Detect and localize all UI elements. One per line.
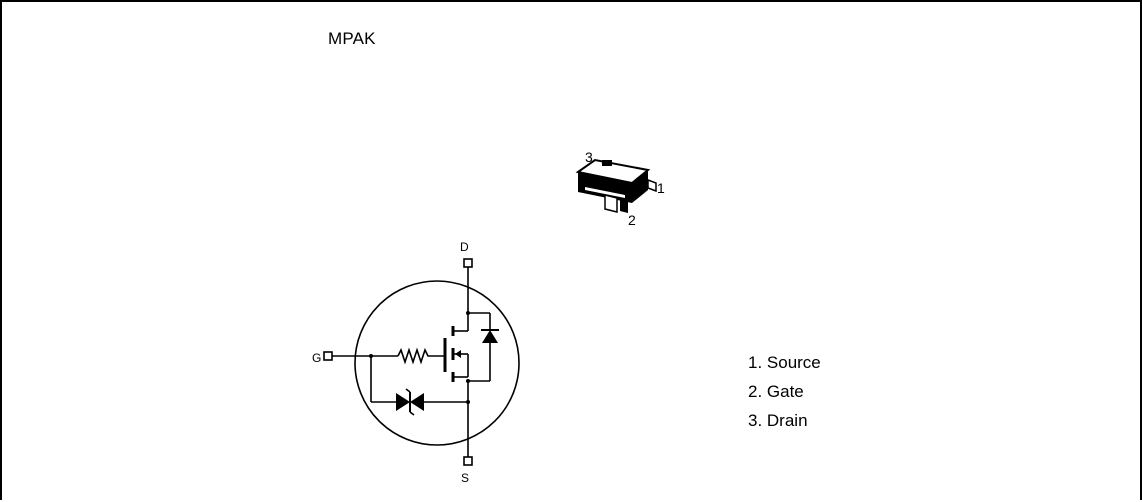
mpak-package-drawing: 3 1 2: [575, 149, 665, 228]
mosfet-schematic: D S G: [312, 240, 520, 485]
pin-list-item-source: 1. Source: [748, 353, 821, 372]
drain-terminal-label: D: [460, 240, 469, 254]
gate-protection-zener: [396, 388, 424, 416]
pin-list: 1. Source 2. Gate 3. Drain: [748, 348, 821, 435]
pin-list-item-gate: 2. Gate: [748, 382, 804, 401]
component-circle: [354, 280, 520, 446]
source-terminal-label: S: [461, 471, 469, 485]
gate-resistor: [397, 347, 445, 365]
body-diode: [482, 330, 498, 343]
gate-terminal: [323, 351, 333, 361]
gate-terminal-label: G: [312, 351, 321, 365]
package-name: MPAK: [328, 29, 376, 48]
package-pin-1-label: 1: [657, 180, 665, 196]
package-pin-3-label: 3: [585, 149, 593, 165]
package-pin-2-label: 2: [628, 212, 636, 228]
source-terminal: [463, 456, 473, 466]
pin-list-item-drain: 3. Drain: [748, 411, 808, 430]
drain-terminal: [463, 258, 473, 268]
